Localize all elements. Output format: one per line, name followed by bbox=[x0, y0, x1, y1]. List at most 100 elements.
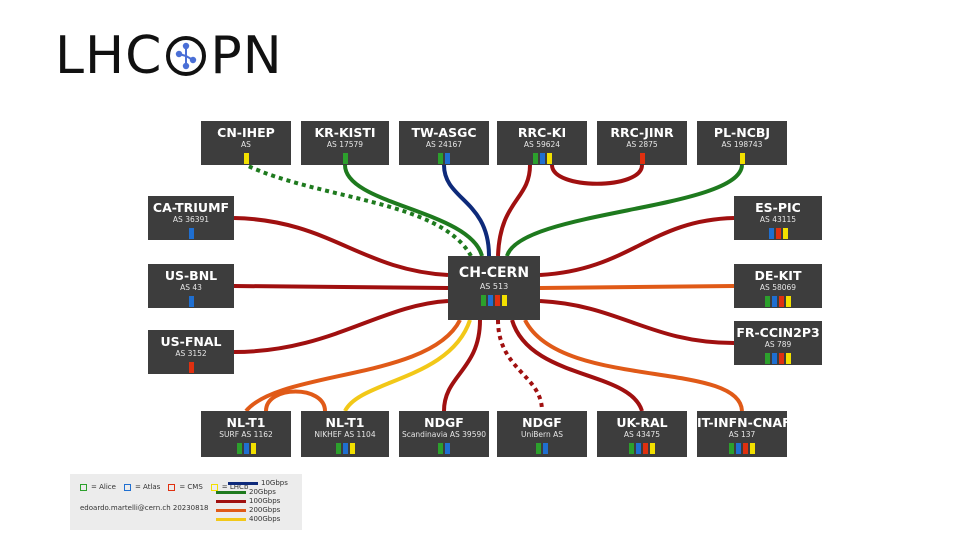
site-as-number: SURF AS 1162 bbox=[219, 430, 273, 439]
alice-flag bbox=[536, 443, 541, 454]
site-name: CH-CERN bbox=[458, 265, 530, 281]
atlas-flag bbox=[736, 443, 741, 454]
site-name: NL-T1 bbox=[325, 415, 365, 430]
lhcb-flag bbox=[546, 153, 552, 164]
site-as-number: AS 43475 bbox=[623, 430, 661, 439]
atlas-flag bbox=[772, 353, 777, 364]
legend-label: 100Gbps bbox=[249, 497, 281, 505]
atlas-flag bbox=[188, 228, 194, 239]
link-rrc-ki-rrc-jinr bbox=[550, 164, 644, 186]
experiment-flags bbox=[497, 443, 587, 454]
experiment-flags bbox=[734, 353, 822, 364]
experiment-flags bbox=[201, 443, 291, 454]
experiment-flags bbox=[597, 443, 687, 454]
legend-label: 20Gbps bbox=[249, 488, 276, 496]
experiment-flags bbox=[497, 153, 587, 164]
experiment-flags bbox=[148, 228, 234, 239]
atlas-flag bbox=[445, 153, 450, 164]
alice-flag bbox=[438, 153, 443, 164]
link-ch-cern-tw-asgc bbox=[442, 164, 491, 257]
site-name: RRC-KI bbox=[517, 125, 567, 140]
experiment-flags bbox=[201, 153, 291, 164]
experiment-flags bbox=[148, 296, 234, 307]
atlas-flag bbox=[636, 443, 641, 454]
alice-flag bbox=[765, 353, 770, 364]
link-ch-cern-us-bnl bbox=[233, 284, 449, 290]
link-ch-cern-nl-t1-nikhef bbox=[343, 319, 472, 413]
link-ch-cern-kr-kisti bbox=[343, 164, 484, 257]
link-ch-cern-uk-ral bbox=[510, 319, 644, 412]
site-as-number: AS 17579 bbox=[326, 140, 364, 149]
cms-flag bbox=[775, 228, 781, 239]
link-ch-cern-cn-ihep bbox=[245, 163, 473, 257]
link-ch-cern-ca-triumf bbox=[233, 216, 449, 277]
author-note: edoardo.martelli@cern.ch 20230818 bbox=[80, 504, 209, 512]
page-title: LHC PN bbox=[55, 30, 283, 82]
legend-alice: = Alice bbox=[80, 483, 120, 491]
lhcb-flag bbox=[650, 443, 655, 454]
network-node-logo-icon bbox=[163, 33, 209, 79]
legend: = Alice= Atlas= CMS= LHCb edoardo.martel… bbox=[70, 474, 302, 530]
legend-label: = Atlas bbox=[134, 483, 161, 491]
g400-line-swatch bbox=[216, 518, 246, 521]
lhcb-flag bbox=[250, 443, 256, 454]
site-as-number: UniBern AS bbox=[520, 430, 564, 439]
alice-flag bbox=[236, 443, 242, 454]
site-name: TW-ASGC bbox=[411, 125, 477, 140]
g200-line-swatch bbox=[216, 509, 246, 512]
link-ch-cern-ndgf-scand bbox=[442, 319, 482, 412]
cms-flag bbox=[188, 362, 194, 373]
site-name: FR-CCIN2P3 bbox=[736, 325, 820, 340]
g100-line-swatch bbox=[216, 500, 246, 503]
link-nl-t1-surf-nl-t1-nikhef bbox=[264, 389, 327, 412]
atlas-flag bbox=[539, 153, 545, 164]
site-name: IT-INFN-CNAF bbox=[697, 415, 791, 430]
lhcb-flag bbox=[782, 228, 788, 239]
legend-g10: 10Gbps bbox=[228, 479, 288, 488]
experiment-flags bbox=[301, 153, 389, 164]
site-as-number: AS bbox=[241, 140, 251, 149]
site-name: NDGF bbox=[522, 415, 562, 430]
g20-line-swatch bbox=[216, 491, 246, 494]
site-name: PL-NCBJ bbox=[713, 125, 771, 140]
link-ch-cern-es-pic bbox=[539, 216, 735, 277]
experiment-flags bbox=[448, 295, 540, 306]
atlas-flag bbox=[543, 443, 548, 454]
site-as-number: AS 24167 bbox=[425, 140, 463, 149]
atlas-flag bbox=[342, 443, 348, 454]
legend-g20: 20Gbps bbox=[216, 488, 288, 497]
site-name: DE-KIT bbox=[754, 268, 802, 283]
legend-g400: 400Gbps bbox=[216, 515, 288, 524]
experiment-flags bbox=[301, 443, 389, 454]
site-as-number: AS 3152 bbox=[175, 349, 207, 358]
link-ch-cern-pl-ncbj bbox=[505, 164, 744, 257]
atlas-flag bbox=[243, 443, 249, 454]
site-as-number: AS 36391 bbox=[172, 215, 210, 224]
alice-flag bbox=[481, 295, 486, 306]
lhcb-flag bbox=[786, 296, 791, 307]
title-suffix: PN bbox=[210, 26, 283, 86]
site-name: CN-IHEP bbox=[217, 125, 275, 140]
site-name: UK-RAL bbox=[616, 415, 668, 430]
site-as-number: AS 43 bbox=[180, 283, 202, 292]
legend-label: 200Gbps bbox=[249, 506, 281, 514]
alice-flag bbox=[729, 443, 734, 454]
link-ch-cern-de-kit bbox=[539, 284, 735, 290]
lhcb-flag bbox=[739, 153, 745, 164]
lhcb-flag bbox=[786, 353, 791, 364]
site-name: US-BNL bbox=[164, 268, 218, 283]
atlas-swatch bbox=[123, 483, 131, 491]
